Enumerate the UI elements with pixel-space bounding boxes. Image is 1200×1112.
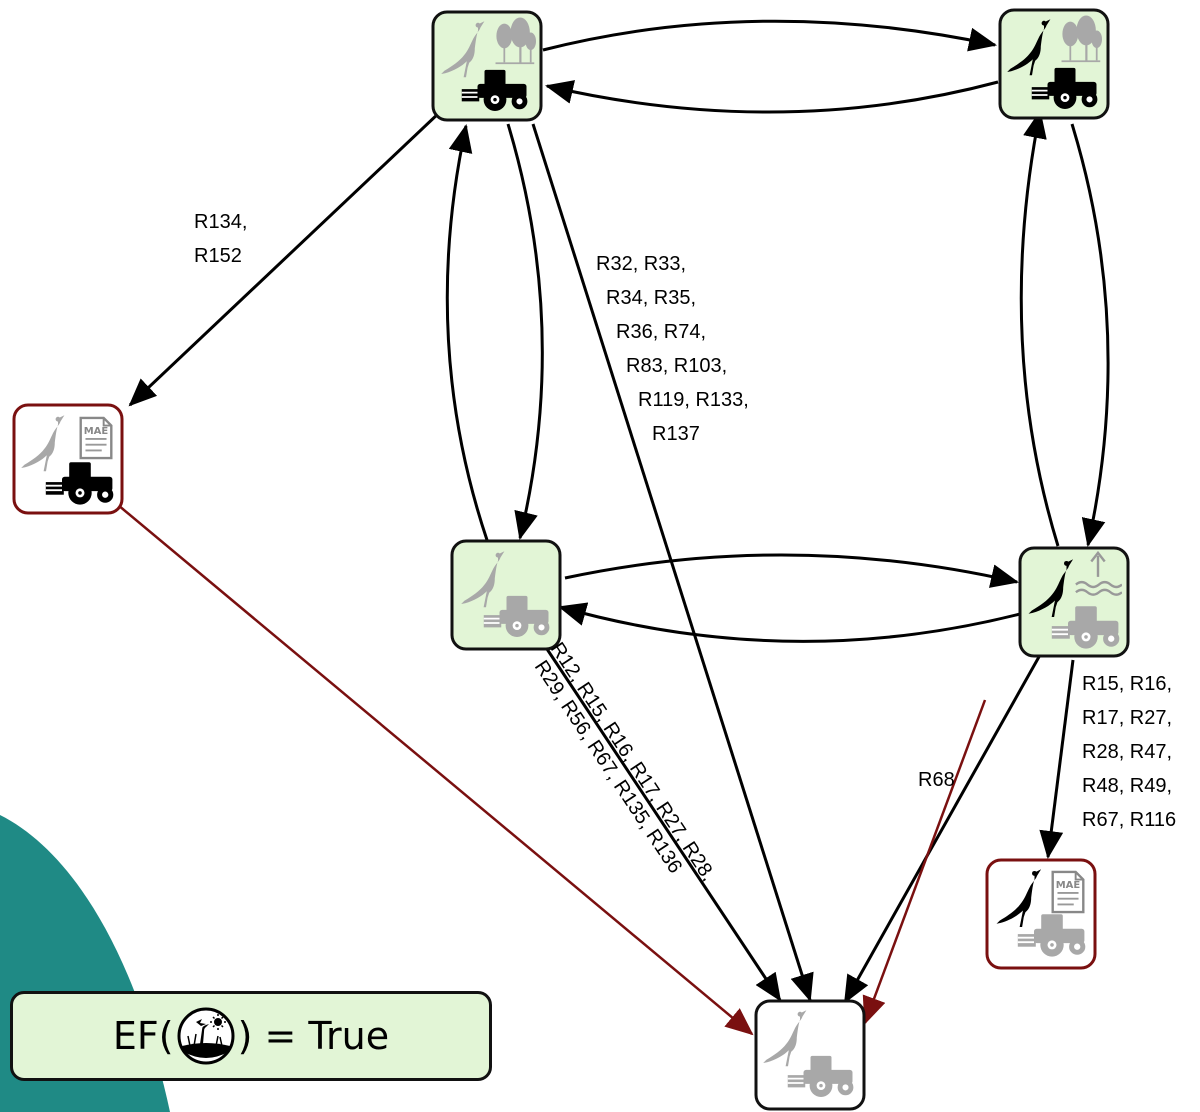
edge-mae-left-to-bottom — [117, 504, 754, 1036]
edge-label-line: R12, R15, R16, R17, R27, R28, — [546, 639, 720, 886]
label-top-left-to-mae: R134, R152 — [194, 211, 247, 267]
edge-label-line: R17, R27, — [1082, 707, 1172, 729]
edge-label-line: R28, R47, — [1082, 741, 1172, 763]
edge-label-line: R29, R56, R67, R135, R136 — [530, 657, 686, 878]
label-middle-right-to-bottom: R68 — [918, 769, 955, 791]
edges — [128, 19, 1110, 1004]
edge-topleft-to-mae-left — [128, 110, 442, 407]
state-node-middle-right — [1018, 546, 1130, 658]
edge-middleright-to-bottom — [843, 654, 1042, 1004]
state-node-top-left — [431, 10, 543, 122]
state-node-middle-left — [450, 539, 562, 651]
edge-topright-to-topleft — [545, 80, 999, 114]
mae-doc-label: MAE — [1056, 880, 1081, 891]
edge-middleleft-to-bottom — [541, 642, 782, 1002]
formula-prefix: EF( — [112, 1014, 174, 1058]
label-top-left-to-bottom: R32, R33, R34, R35, R36, R74, R83, R103,… — [596, 253, 749, 445]
edge-label-line: R67, R116 — [1082, 809, 1176, 831]
mae-document-icon — [79, 416, 113, 460]
edge-label-line: R83, R103, — [626, 355, 727, 377]
edge-middleright-to-mae-right — [1039, 659, 1075, 859]
edge-label-line: R15, R16, — [1082, 673, 1172, 695]
label-middle-left-to-bottom: R12, R15, R16, R17, R27, R28, R29, R56, … — [530, 639, 720, 886]
edge-label-line: R32, R33, — [596, 253, 686, 275]
edge-middleright-to-middleleft — [558, 602, 1021, 643]
edge-label-line: R36, R74, — [616, 321, 706, 343]
formula-suffix: ) = True — [237, 1014, 390, 1058]
edge-topright-to-middleright — [1070, 123, 1110, 547]
mae-doc-label: MAE — [84, 426, 109, 437]
edge-middleleft-to-middleright — [564, 553, 1019, 588]
bird-sun-landscape-icon — [177, 1007, 235, 1065]
label-middle-right-to-mae: R15, R16, R17, R27, R28, R47, R48, R49, … — [1082, 673, 1176, 831]
edge-label-line: R34, R35, — [606, 287, 696, 309]
terminal-edges — [117, 504, 987, 1036]
edge-label-line: R48, R49, — [1082, 775, 1172, 797]
state-node-mae-left: MAE — [12, 403, 124, 515]
edge-mae-right-to-bottom — [862, 699, 987, 1025]
edge-label-line: R152 — [194, 245, 242, 267]
formula-box: EF( ) = True — [10, 991, 492, 1081]
state-node-mae-right: MAE — [985, 858, 1097, 970]
edge-label-line: R134, — [194, 211, 247, 233]
edge-topleft-to-topright — [542, 19, 997, 52]
edge-topleft-to-middleleft — [506, 123, 544, 540]
state-node-top-right — [998, 8, 1110, 120]
edge-label-line: R137 — [652, 423, 700, 445]
edge-middleright-to-topright — [1019, 110, 1060, 547]
edge-label-line: R119, R133, — [638, 389, 749, 411]
state-node-bottom — [754, 999, 866, 1111]
edge-middleleft-to-topleft — [445, 124, 489, 541]
edge-label-line: R68 — [918, 769, 955, 791]
mae-document-icon — [1051, 870, 1085, 914]
